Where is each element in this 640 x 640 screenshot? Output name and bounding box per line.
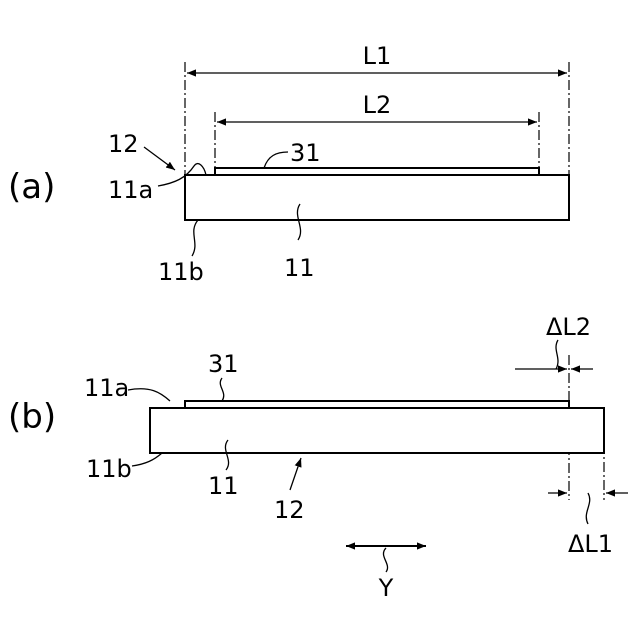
- leader-dl2: [556, 340, 558, 369]
- direction-indicator: Y: [346, 546, 426, 602]
- direction-axis-label: Y: [378, 574, 394, 602]
- panel-b-label: (b): [8, 397, 56, 437]
- leader-top-surface-b: [128, 389, 170, 401]
- leader-bottom-surface-b: [132, 453, 162, 466]
- dimension-label-l1: L1: [363, 42, 392, 70]
- label-top-surface-b: 11a: [84, 374, 129, 402]
- panel-a-label: (a): [8, 167, 55, 207]
- label-film-b: 31: [208, 350, 239, 378]
- panel-b: (b) ΔL2 31 11a 11b 11 12 ΔL1: [8, 313, 628, 558]
- leader-film-b: [220, 378, 223, 401]
- label-assembly-a: 12: [108, 130, 139, 158]
- label-top-surface-a: 11a: [108, 176, 153, 204]
- arrow-assembly-b: [290, 458, 301, 490]
- substrate-a: [185, 175, 569, 220]
- label-film-a: 31: [290, 139, 321, 167]
- arrow-assembly-a: [144, 147, 175, 170]
- label-substrate-a: 11: [284, 254, 315, 282]
- label-bottom-surface-b: 11b: [86, 455, 132, 483]
- label-bottom-surface-a: 11b: [158, 258, 204, 286]
- label-assembly-b: 12: [274, 496, 305, 524]
- leader-direction: [383, 548, 387, 572]
- dimension-label-dl2: ΔL2: [546, 313, 591, 341]
- substrate-b: [150, 408, 604, 453]
- panel-a: (a) L1 L2 31 12 11a 11b 11: [8, 42, 569, 286]
- leader-film-a: [264, 152, 288, 168]
- dimension-label-l2: L2: [363, 91, 392, 119]
- film-layer-a: [215, 168, 539, 175]
- leader-bottom-surface-a: [192, 220, 198, 256]
- dimension-label-dl1: ΔL1: [568, 530, 613, 558]
- leader-dl1: [586, 493, 589, 524]
- film-layer-b: [185, 401, 569, 408]
- label-substrate-b: 11: [208, 472, 239, 500]
